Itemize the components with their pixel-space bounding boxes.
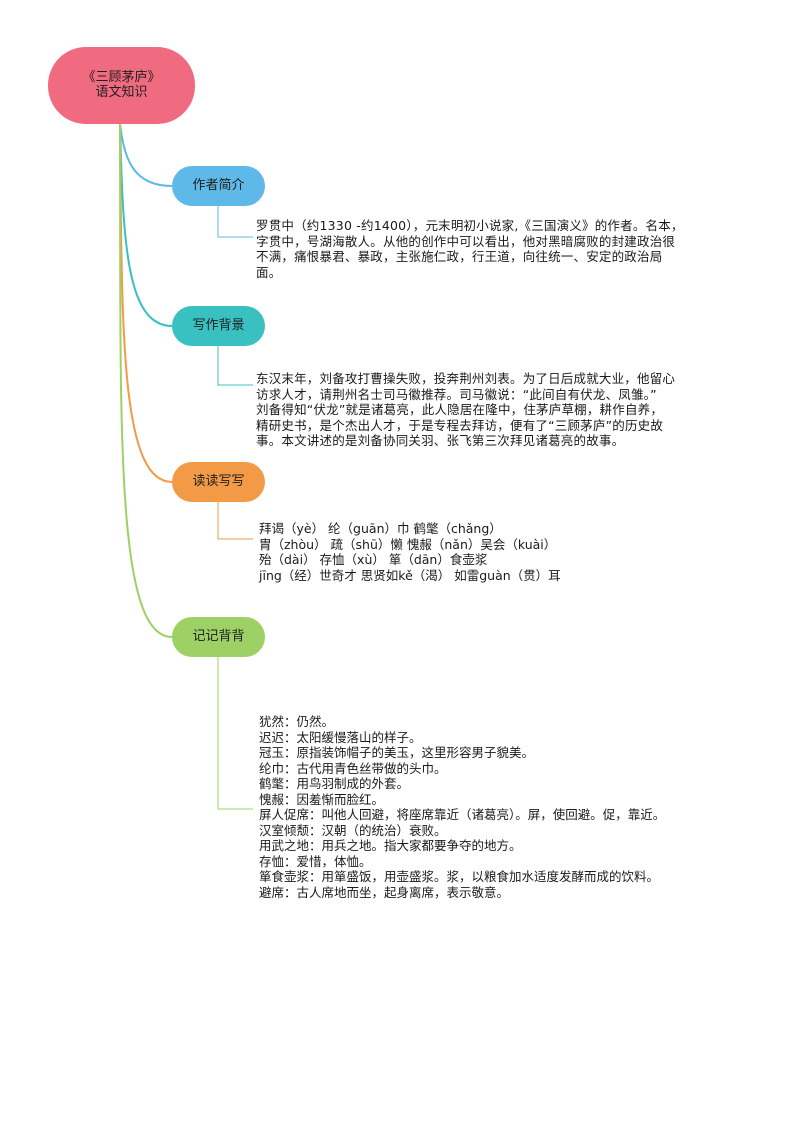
branch-writing-background xyxy=(119,123,173,327)
note-line: 罗贯中（约1330 -约1400），元末明初小说家,《三国演义》的作者。名本， xyxy=(256,218,684,233)
topic-author-intro: 作者简介 xyxy=(172,166,265,206)
note-read-write: 拜谒（yè） 纶（guān）巾 鹤氅（chǎng） 胄（zhòu） 疏（shū）… xyxy=(259,521,729,583)
note-line: 刘备得知“伏龙”就是诸葛亮，此人隐居在隆中，住茅庐草棚，耕作自养， xyxy=(256,402,664,417)
branch-memorize xyxy=(119,123,173,638)
note-line: 胄（zhòu） 疏（shū）懒 愧赧（nǎn）吴会（kuài） xyxy=(259,536,557,552)
note-line: 避席：古人席地而坐，起身离席，表示敬意。 xyxy=(259,884,510,900)
branch-read-write xyxy=(119,123,173,483)
root-subtitle: 语文知识 xyxy=(95,85,148,100)
detail-link-author-intro xyxy=(217,206,253,238)
detail-link-memorize xyxy=(217,657,253,810)
note-line: 拜谒（yè） 纶（guān）巾 鹤氅（chǎng） xyxy=(259,521,502,536)
note-line: 访求人才，请荆州名士司马徽推荐。司马徽说：“此间自有伏龙、凤雏。” xyxy=(256,386,657,402)
note-line: 迟迟：太阳缓慢落山的样子。 xyxy=(259,729,422,745)
detail-link-writing-background xyxy=(217,346,253,386)
note-author-intro: 罗贯中（约1330 -约1400），元末明初小说家,《三国演义》的作者。名本， … xyxy=(256,218,726,280)
note-line: 面。 xyxy=(256,264,282,280)
branch-author-intro xyxy=(119,123,173,187)
note-writing-background: 东汉末年，刘备攻打曹操失败，投奔荆州刘表。为了日后成就大业，他留心 访求人才，请… xyxy=(256,371,726,449)
topic-memorize: 记记背背 xyxy=(172,617,265,657)
note-line: 东汉末年，刘备攻打曹操失败，投奔荆州刘表。为了日后成就大业，他留心 xyxy=(256,371,676,386)
note-line: 殆（dài） 存恤（xù） 箪（dān）食壶浆 xyxy=(259,552,488,567)
note-line: 不满，痛恨暴君、暴政，主张施仁政，行王道，向往统一、安定的政治局 xyxy=(256,249,663,264)
note-line: 冠玉：原指装饰帽子的美玉，这里形容男子貌美。 xyxy=(259,745,535,760)
root-title: 《三顾茅庐》 xyxy=(82,70,161,85)
note-line: 屏人促席：叫他人回避，将座席靠近（诸葛亮）。屏，使回避。促，靠近。 xyxy=(259,807,666,822)
note-line: 字贯中，号湖海散人。从他的创作中可以看出，他对黑暗腐败的封建政治很 xyxy=(256,233,676,249)
detail-link-read-write xyxy=(217,502,253,540)
note-line: 事。本文讲述的是刘备协同关羽、张飞第三次拜见诸葛亮的故事。 xyxy=(256,433,625,448)
root-node: 《三顾茅庐》 语文知识 xyxy=(48,47,195,124)
note-line: 存恤：爱惜，体恤。 xyxy=(259,853,372,869)
note-line: 愧赧：因羞惭而脸红。 xyxy=(259,791,385,807)
topic-writing-background: 写作背景 xyxy=(172,306,265,346)
note-line: 犹然：仍然。 xyxy=(259,714,335,729)
note-line: 用武之地：用兵之地。指大家都要争夺的地方。 xyxy=(259,838,522,853)
note-line: 鹤氅：用鸟羽制成的外套。 xyxy=(259,776,410,791)
note-line: 纶巾：古代用青色丝带做的头巾。 xyxy=(259,760,447,776)
note-line: 精研史书，是个杰出人才，于是专程去拜访，便有了“三顾茅庐”的历史故 xyxy=(256,417,664,433)
topic-read-write: 读读写写 xyxy=(172,462,265,502)
note-line: 箪食壶浆：用箪盛饭，用壶盛浆。浆，以粮食加水适度发酵而成的饮料。 xyxy=(259,869,660,884)
note-memorize: 犹然：仍然。 迟迟：太阳缓慢落山的样子。 冠玉：原指装饰帽子的美玉，这里形容男子… xyxy=(259,714,729,900)
note-line: 汉室倾颓：汉朝（的统治）衰败。 xyxy=(259,822,447,838)
note-line: jīng（经）世奇才 思贤如kě（渴） 如雷guàn（贯）耳 xyxy=(259,567,561,583)
